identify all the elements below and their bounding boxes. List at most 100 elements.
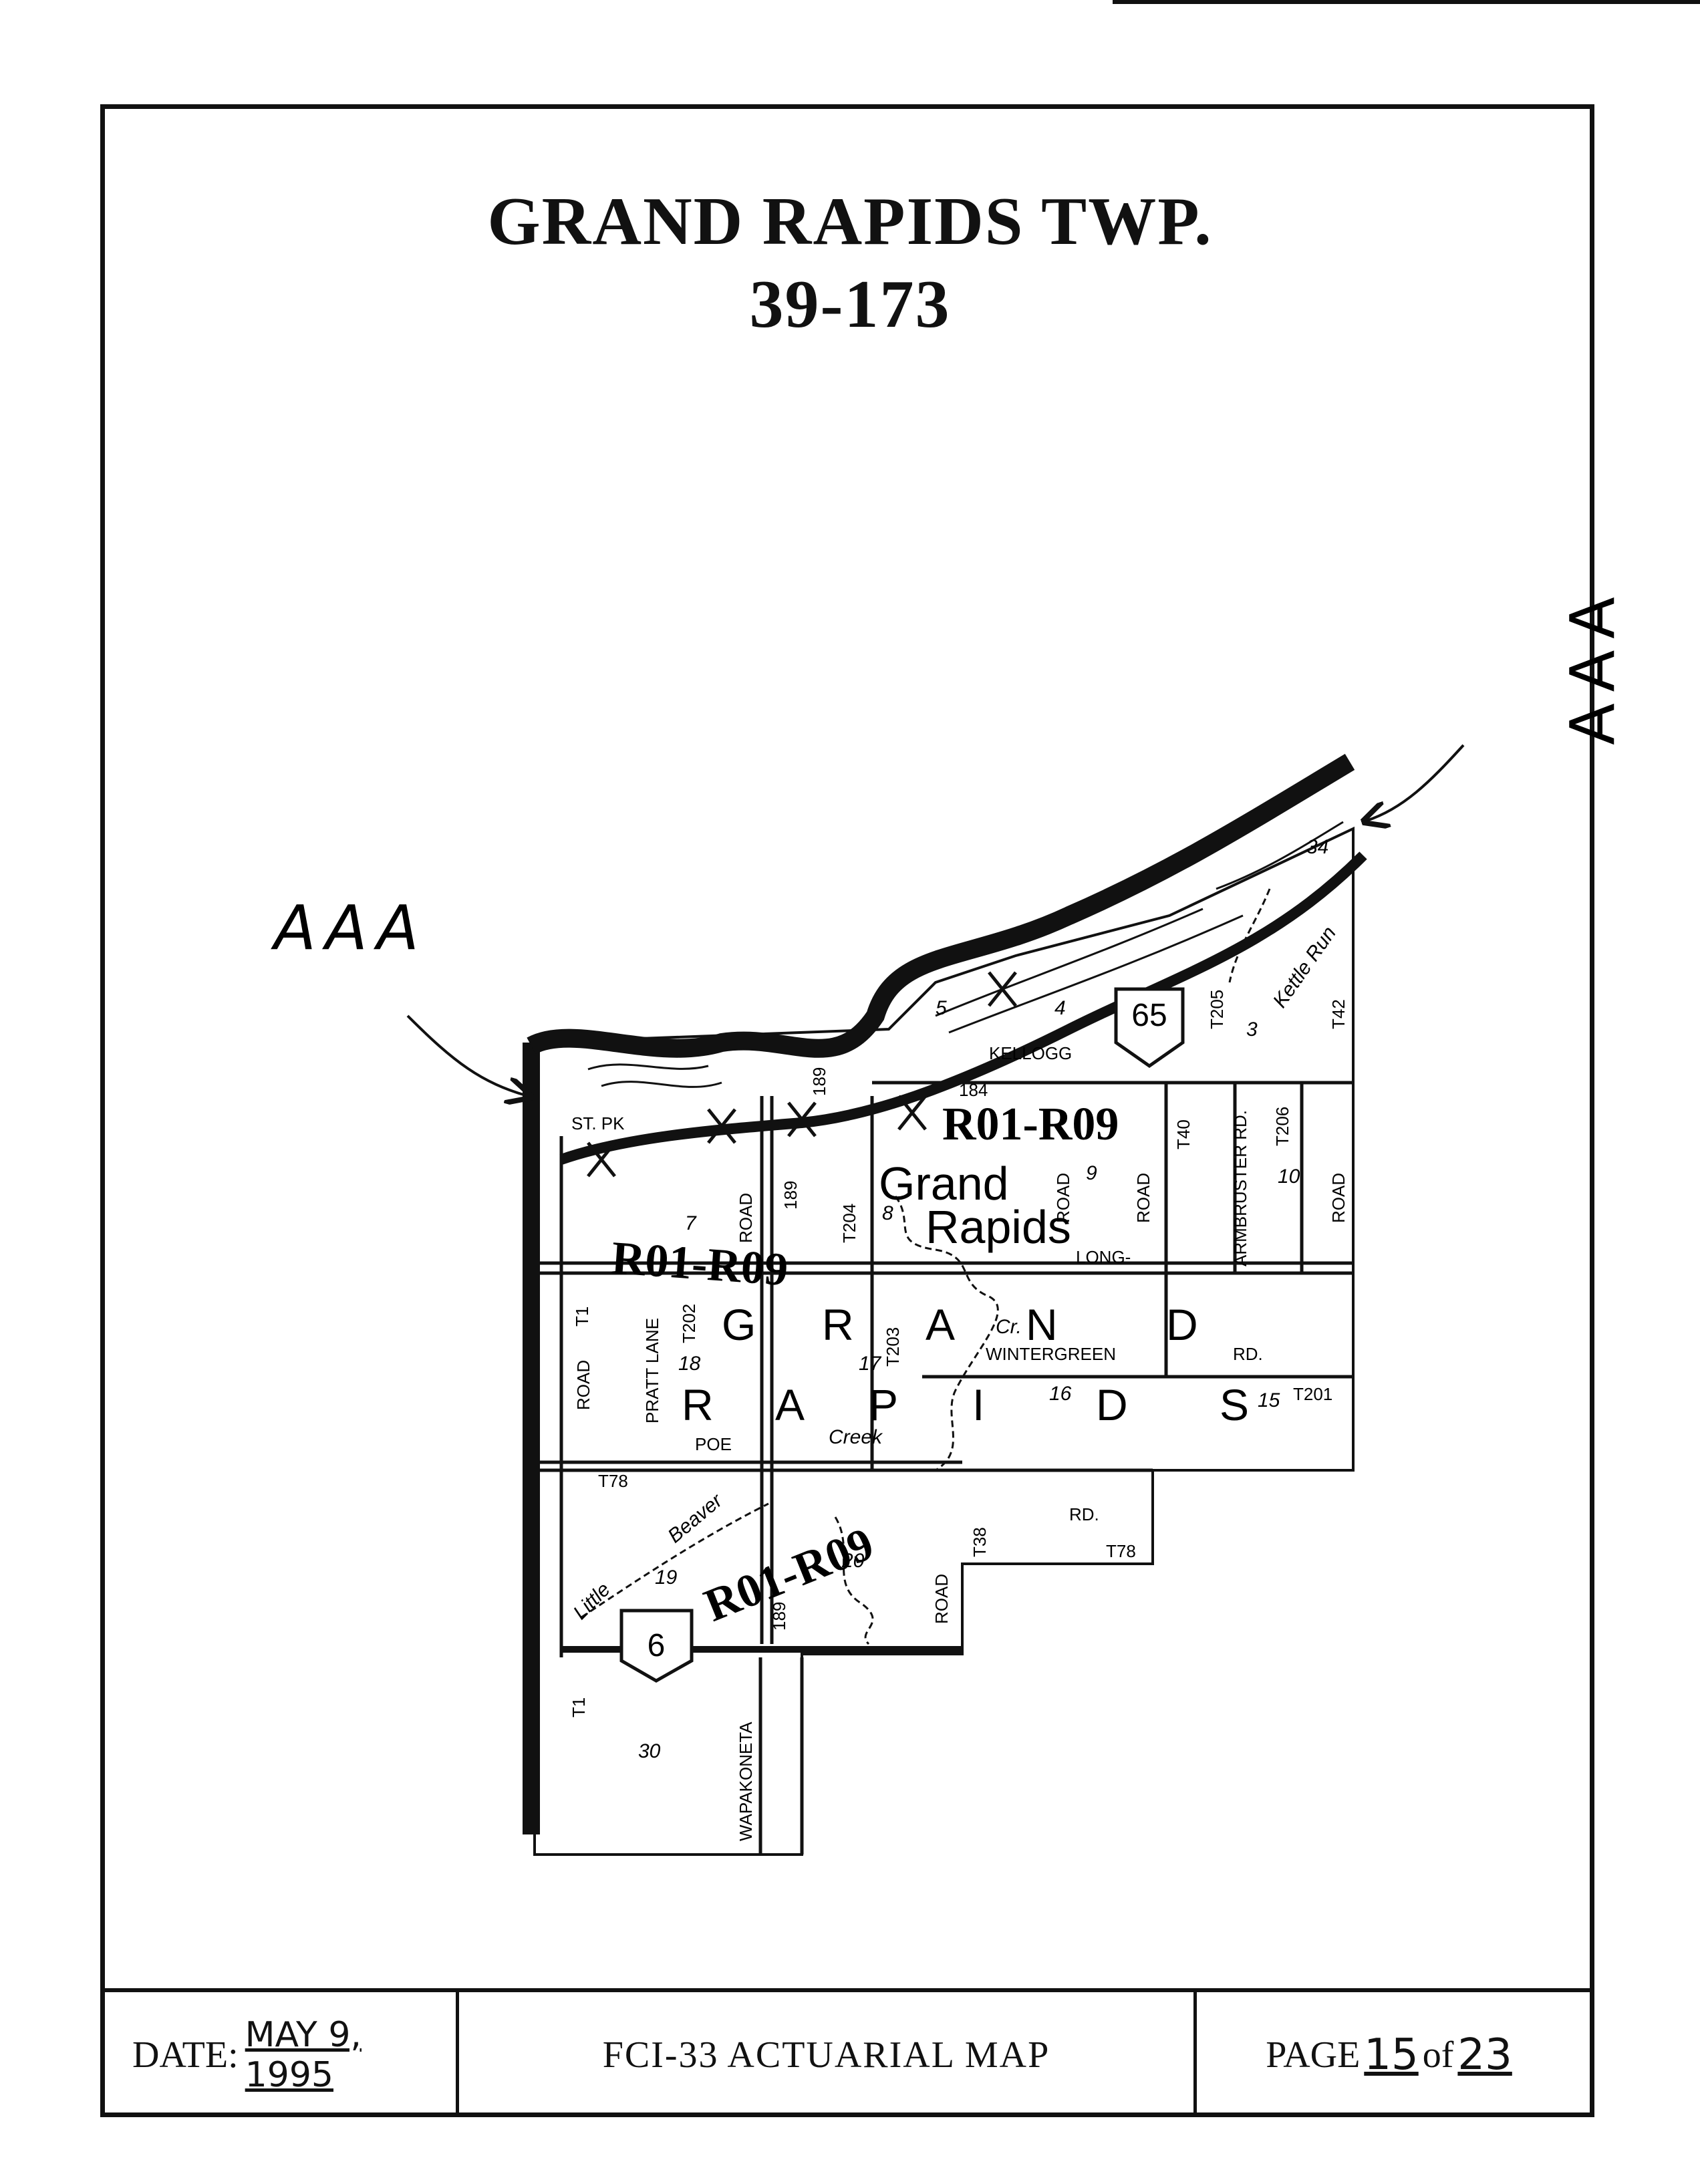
arrow-aaa-west [406, 1014, 528, 1096]
road-label-road: ROAD [736, 1193, 756, 1243]
township-letter: P [869, 1380, 898, 1429]
road-label-rd: RD. [1233, 1344, 1263, 1364]
zone-label-aaa-east: AAA [1557, 587, 1628, 745]
township-letter: R [682, 1380, 714, 1429]
zone-x-markers [587, 971, 1017, 1178]
route-65-shield: 65 [1114, 987, 1185, 1069]
road-label-189: 189 [781, 1181, 801, 1210]
document-title: GRAND RAPIDS TWP. 39-173 [0, 180, 1700, 346]
road-label-t202: T202 [679, 1304, 699, 1343]
zone-boundary-river-south [559, 851, 1367, 1165]
township-letter: G [722, 1300, 756, 1349]
road-label-t42: T42 [1328, 999, 1349, 1029]
road-label-t78: T78 [1106, 1541, 1136, 1561]
section-number: 30 [638, 1740, 661, 1762]
section-number: 10 [1278, 1166, 1300, 1188]
vertical-road-labels: ROAD ROAD ROAD ROAD ROAD ROAD PRATT LANE… [569, 990, 1349, 1841]
township-letter: S [1220, 1380, 1249, 1429]
township-letter: A [775, 1380, 805, 1429]
water-label-little: Little [569, 1579, 615, 1624]
date-label: DATE: [132, 2034, 239, 2076]
zone-label-r01-r09-middle: R01-R09 [609, 1232, 789, 1296]
road-label-poe: POE [695, 1434, 732, 1454]
section-number: 20 [841, 1550, 865, 1572]
township-letter: A [926, 1300, 955, 1349]
road-label-wapakoneta: WAPAKONETA [736, 1722, 756, 1841]
route-6-shield: 6 [619, 1609, 694, 1683]
zone-boundary-river-north [527, 753, 1355, 1058]
section-number: 15 [1258, 1389, 1280, 1411]
section-number: 5 [936, 997, 947, 1019]
road-label-t205: T205 [1207, 990, 1227, 1029]
section-numbers: 3 4 5 7 8 9 10 15 16 17 18 19 20 30 34 [638, 836, 1328, 1762]
township-letter: N [1026, 1300, 1058, 1349]
section-number: 9 [1086, 1162, 1097, 1184]
road-label-t203: T203 [883, 1327, 903, 1367]
road-label-wintergreen: WINTERGREEN [986, 1344, 1116, 1364]
top-edge-line [1113, 0, 1700, 4]
section-number: 34 [1306, 836, 1328, 858]
road-label-armbruster: ARMBRUSTER RD. [1230, 1110, 1250, 1266]
road-label-road: ROAD [1053, 1173, 1073, 1223]
road-label-road: ROAD [573, 1360, 593, 1410]
section-number: 8 [882, 1202, 893, 1224]
section-number: 17 [859, 1353, 882, 1375]
road-label-t206: T206 [1272, 1107, 1292, 1146]
footer-page: PAGE 15 of 23 [1197, 1992, 1585, 2117]
water-label-cr: Cr. [996, 1316, 1022, 1338]
zone-label-r01-r09-north: R01-R09 [942, 1099, 1119, 1150]
place-name-grand: Grand [879, 1157, 1009, 1210]
road-labels: ST. PK KELLOGG LONG- WINTERGREEN RD. RD.… [571, 1043, 1332, 1561]
section-number: 16 [1049, 1383, 1072, 1405]
road-label-road: ROAD [1133, 1173, 1153, 1223]
section-number: 4 [1054, 997, 1066, 1019]
route-65-label: 65 [1131, 998, 1167, 1033]
township-letter: D [1096, 1380, 1128, 1429]
road-label-t1: T1 [569, 1697, 589, 1718]
road-label-t201: T201 [1293, 1384, 1332, 1404]
road-label-t40: T40 [1173, 1119, 1193, 1149]
road-label-t38: T38 [970, 1527, 990, 1557]
footer-title: FCI-33 ACTUARIAL MAP [459, 1992, 1197, 2117]
road-label-rd: RD. [1069, 1504, 1099, 1524]
route-6-label: 6 [648, 1628, 666, 1663]
title-line-2: 39-173 [749, 267, 951, 342]
page-total: 23 [1457, 2030, 1512, 2080]
township-name-letters: G R A N D R A P I D S [682, 1300, 1249, 1429]
zone-label-aaa-west: AAA [271, 892, 428, 964]
section-number: 18 [678, 1353, 701, 1375]
township-letter: D [1166, 1300, 1198, 1349]
creeks [581, 888, 1271, 1645]
road-label-road: ROAD [932, 1574, 952, 1624]
water-label-beaver: Beaver [664, 1489, 727, 1547]
water-label-creek: Creek [829, 1426, 883, 1448]
title-line-1: GRAND RAPIDS TWP. [487, 184, 1213, 259]
section-number: 3 [1246, 1018, 1258, 1041]
road-label-t204: T204 [839, 1204, 859, 1243]
footer-bar: DATE: MAY 9, 1995 FCI-33 ACTUARIAL MAP P… [100, 1988, 1594, 2117]
section-number: 7 [685, 1212, 697, 1234]
section-number: 19 [655, 1566, 678, 1589]
township-letter: I [972, 1380, 984, 1429]
township-letter: R [822, 1300, 854, 1349]
page-label: PAGE [1266, 2034, 1361, 2076]
road-label-road: ROAD [1328, 1173, 1349, 1223]
road-label-184: 184 [959, 1080, 988, 1100]
page-border [100, 104, 1594, 2117]
road-label-t1: T1 [572, 1307, 592, 1327]
road-label-kellogg: KELLOGG [989, 1043, 1072, 1063]
footer-date: DATE: MAY 9, 1995 [100, 1992, 459, 2117]
river-texture [587, 821, 1344, 1088]
road-label-st-pk: ST. PK [571, 1113, 625, 1133]
water-label-kettle-run: Kettle Run [1269, 922, 1340, 1012]
page-of: of [1422, 2034, 1454, 2076]
road-label-t78: T78 [598, 1471, 628, 1491]
date-value: MAY 9, 1995 [245, 2014, 362, 2095]
road-label-189: 189 [809, 1067, 829, 1096]
page-number: 15 [1364, 2030, 1419, 2080]
road-label-long: LONG- [1076, 1247, 1131, 1267]
place-name-rapids: Rapids [926, 1201, 1071, 1253]
road-label-189: 189 [769, 1602, 789, 1631]
arrow-aaa-east [1367, 744, 1465, 821]
